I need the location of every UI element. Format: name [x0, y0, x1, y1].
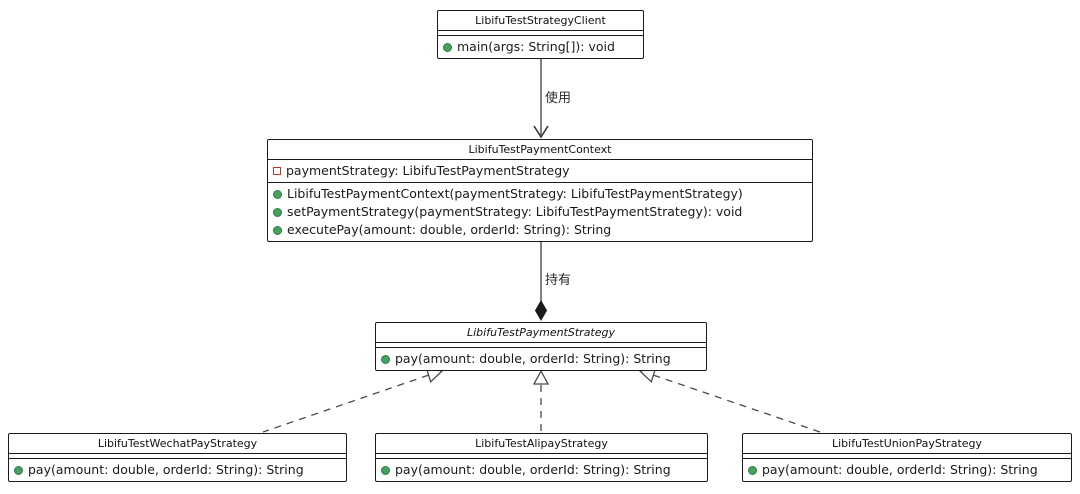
- method-row: pay(amount: double, orderId: String): St…: [381, 461, 702, 479]
- class-box-strategy-interface: LibifuTestPaymentStrategy pay(amount: do…: [375, 322, 707, 371]
- method-row: executePay(amount: double, orderId: Stri…: [273, 221, 807, 239]
- use-association-arrow: [533, 58, 549, 139]
- class-title: LibifuTestStrategyClient: [475, 14, 606, 27]
- private-field-icon: [273, 167, 281, 175]
- method-row: setPaymentStrategy(paymentStrategy: Libi…: [273, 203, 807, 221]
- method-row: main(args: String[]): void: [443, 38, 638, 56]
- public-method-icon: [748, 465, 757, 475]
- realization-link-wechat: [262, 367, 444, 433]
- public-method-icon: [443, 42, 452, 52]
- method-row: pay(amount: double, orderId: String): St…: [748, 461, 1066, 479]
- class-title: LibifuTestPaymentStrategy: [466, 326, 616, 339]
- class-title: LibifuTestUnionPayStrategy: [831, 437, 983, 450]
- fields-compartment: paymentStrategy: LibifuTestPaymentStrate…: [268, 159, 812, 182]
- method-row: pay(amount: double, orderId: String): St…: [14, 461, 341, 479]
- methods-compartment: main(args: String[]): void: [438, 35, 643, 58]
- public-method-icon: [273, 207, 282, 217]
- public-method-icon: [381, 354, 390, 364]
- hold-edge-label: 持有: [545, 273, 572, 288]
- methods-compartment: pay(amount: double, orderId: String): St…: [376, 458, 707, 481]
- method-row: LibifuTestPaymentContext(paymentStrategy…: [273, 185, 807, 203]
- class-box-unionpay: LibifuTestUnionPayStrategy pay(amount: d…: [742, 433, 1072, 482]
- use-edge-label: 使用: [545, 91, 572, 106]
- class-title: LibifuTestPaymentContext: [468, 143, 612, 156]
- fields-compartment: [9, 453, 346, 458]
- fields-compartment: [743, 453, 1071, 458]
- methods-compartment: pay(amount: double, orderId: String): St…: [743, 458, 1071, 481]
- fields-compartment: [376, 342, 706, 347]
- public-method-icon: [273, 225, 282, 235]
- realization-link-alipay: [532, 369, 550, 432]
- realization-link-unionpay: [638, 367, 821, 433]
- class-box-alipay: LibifuTestAlipayStrategy pay(amount: dou…: [375, 433, 708, 482]
- class-box-client: LibifuTestStrategyClient main(args: Stri…: [437, 10, 644, 59]
- methods-compartment: pay(amount: double, orderId: String): St…: [9, 458, 346, 481]
- composition-link: [534, 240, 548, 321]
- class-title: LibifuTestWechatPayStrategy: [97, 437, 258, 450]
- public-method-icon: [273, 189, 282, 199]
- fields-compartment: [438, 30, 643, 35]
- class-title: LibifuTestAlipayStrategy: [475, 437, 608, 450]
- method-row: pay(amount: double, orderId: String): St…: [381, 350, 701, 368]
- class-box-context: LibifuTestPaymentContext paymentStrategy…: [267, 139, 813, 242]
- public-method-icon: [14, 465, 23, 475]
- public-method-icon: [381, 465, 390, 475]
- methods-compartment: LibifuTestPaymentContext(paymentStrategy…: [268, 182, 812, 241]
- field-row: paymentStrategy: LibifuTestPaymentStrate…: [273, 162, 807, 180]
- class-box-wechat: LibifuTestWechatPayStrategy pay(amount: …: [8, 433, 347, 482]
- methods-compartment: pay(amount: double, orderId: String): St…: [376, 347, 706, 370]
- fields-compartment: [376, 453, 707, 458]
